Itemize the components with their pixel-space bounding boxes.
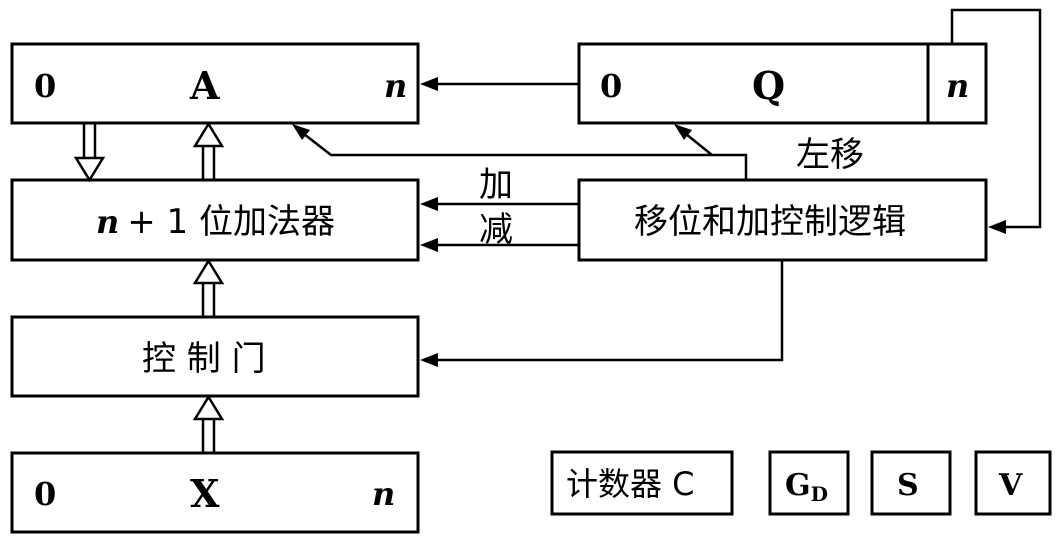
flag-s-label: S bbox=[897, 468, 919, 503]
register-a-left-bit: 0 bbox=[34, 67, 56, 105]
register-q-box bbox=[577, 42, 930, 125]
flag-v-label: V bbox=[998, 468, 1023, 503]
adder-label-prefix: n bbox=[96, 203, 119, 241]
shift-to-q-arrowhead bbox=[674, 124, 692, 140]
register-x-left-bit: 0 bbox=[34, 475, 56, 513]
control-gate-label: 控 制 门 bbox=[142, 339, 266, 379]
q-lsb-feedback-arrowhead bbox=[988, 220, 1006, 234]
x-to-gate-bus-head bbox=[192, 394, 225, 421]
shift-to-gate-arrowhead bbox=[420, 353, 438, 367]
adder-box bbox=[10, 178, 420, 262]
flag-gd-label: GD bbox=[785, 468, 828, 506]
control-gate-box bbox=[10, 315, 420, 398]
add-signal-label: 加 bbox=[479, 165, 513, 205]
register-a-name: A bbox=[189, 63, 220, 108]
register-a-box bbox=[10, 42, 420, 125]
flag-s-box bbox=[870, 450, 952, 516]
left-shift-label: 左移 bbox=[796, 135, 864, 175]
register-q-right-bit: n bbox=[946, 67, 969, 105]
shift-to-q-line bbox=[685, 133, 713, 156]
register-q-name: Q bbox=[752, 63, 785, 108]
gate-to-adder-bus-head bbox=[192, 258, 225, 285]
shift-logic-label: 移位和加控制逻辑 bbox=[634, 202, 906, 242]
register-q-lsb-box bbox=[926, 42, 988, 125]
register-x-right-bit: n bbox=[372, 475, 395, 513]
shift-to-gate-line bbox=[436, 260, 784, 362]
subtract-signal-label: 减 bbox=[479, 210, 513, 250]
register-a-right-bit: n bbox=[384, 67, 407, 105]
adder-label-suffix: + 1 位加法器 bbox=[127, 202, 335, 242]
adder-to-a-bus-head bbox=[192, 121, 225, 148]
shift-to-a-arrowhead bbox=[292, 124, 310, 140]
adder-label: n+ 1 位加法器 bbox=[96, 202, 335, 242]
flag-v-box bbox=[974, 450, 1052, 516]
counter-box bbox=[550, 450, 734, 516]
shift-to-a-line bbox=[303, 133, 748, 180]
register-x-name: X bbox=[190, 471, 220, 516]
flag-gd-box bbox=[768, 450, 850, 516]
register-x-box bbox=[10, 451, 420, 534]
flag-gd-main: G bbox=[785, 468, 811, 503]
flag-gd-sub: D bbox=[811, 482, 828, 506]
a-to-adder-bus-head bbox=[73, 156, 106, 183]
counter-label: 计数器 C bbox=[566, 465, 695, 503]
q-to-a-arrowhead bbox=[420, 77, 438, 91]
q-lsb-feedback-line bbox=[950, 8, 1042, 229]
subtract-signal-arrowhead bbox=[420, 238, 438, 252]
register-q-left-bit: 0 bbox=[600, 67, 622, 105]
add-signal-arrowhead bbox=[420, 197, 438, 211]
